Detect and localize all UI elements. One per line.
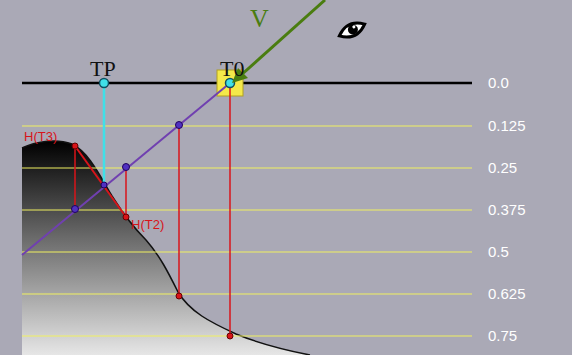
point-label: T0 [220, 58, 244, 80]
depth-value: 0.625 [488, 286, 526, 301]
point-label: TP [90, 58, 116, 80]
height-samples [75, 83, 230, 336]
height-field [22, 141, 310, 355]
height-points [72, 143, 233, 339]
parallax-offset [103, 83, 106, 185]
eye-icon [337, 19, 367, 42]
depth-value: 0.0 [488, 75, 509, 90]
vector-label: V [250, 6, 269, 32]
surface-plane [22, 82, 472, 85]
depth-value: 0.5 [488, 244, 509, 259]
height-label: H(T2) [131, 218, 164, 231]
height-label: H(T3) [24, 130, 57, 143]
view-vector [240, 0, 325, 76]
depth-layers [22, 126, 472, 336]
depth-value: 0.25 [488, 160, 517, 175]
ray-samples [72, 122, 183, 213]
depth-value: 0.75 [488, 328, 517, 343]
surface-outline [22, 141, 310, 355]
view-ray [22, 83, 230, 255]
depth-value: 0.125 [488, 118, 526, 133]
depth-value: 0.375 [488, 202, 526, 217]
